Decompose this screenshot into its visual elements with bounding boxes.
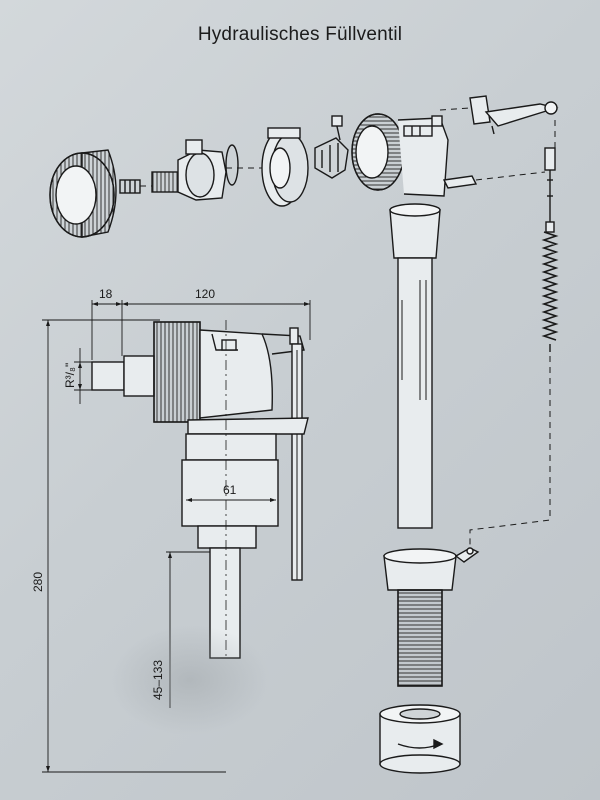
print-smudge xyxy=(110,625,270,735)
valve-housing xyxy=(351,113,478,197)
dim-inlet-offset: 18 xyxy=(99,287,113,301)
dim-adjust-range: 45–133 xyxy=(151,660,165,700)
dim-thread: R³/₈" xyxy=(63,363,77,388)
inlet-valve-body xyxy=(151,139,227,201)
dim-body-diameter: 61 xyxy=(223,483,237,497)
assembled-view xyxy=(91,320,309,660)
adjustment-rod xyxy=(541,147,559,352)
dimension-arrows xyxy=(46,302,310,772)
drawing-title: Hydraulisches Füllventil xyxy=(197,24,403,45)
dim-width: 120 xyxy=(195,287,215,301)
o-ring xyxy=(225,144,239,186)
exploded-view xyxy=(49,95,559,548)
dim-height: 280 xyxy=(31,572,45,592)
threaded-sleeve xyxy=(383,547,480,687)
valve-stem xyxy=(314,115,349,179)
bottom-nut xyxy=(379,704,461,774)
float-lever xyxy=(469,95,559,135)
assembly-guides xyxy=(140,107,556,548)
connector-nipple xyxy=(119,179,141,194)
diaphragm xyxy=(261,127,309,207)
knurled-nut xyxy=(49,149,117,238)
riser-tube xyxy=(389,203,441,529)
